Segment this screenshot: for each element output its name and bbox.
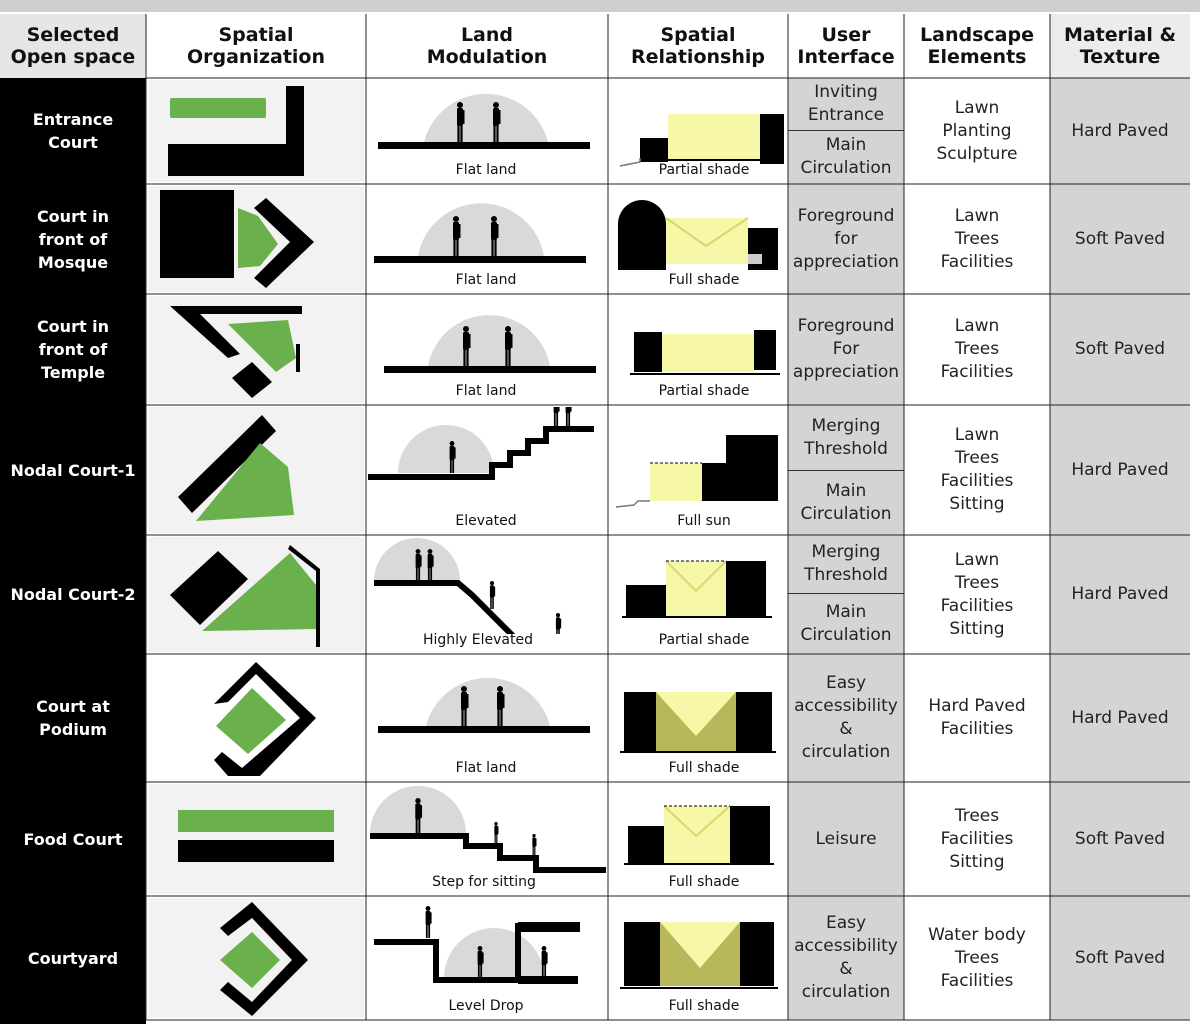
land-caption: Elevated <box>455 513 517 529</box>
material-texture-cell: Soft Paved <box>1050 782 1190 896</box>
spatial-organization-diagram <box>148 186 364 292</box>
row-name: Court in front of Mosque <box>36 206 110 272</box>
user-interface-cell: Main Circulation <box>788 470 904 535</box>
ui-divider <box>788 470 904 471</box>
row-name: Nodal Court-1 <box>10 460 136 480</box>
relationship-caption: Full shade <box>668 760 740 776</box>
land-modulation-diagram <box>378 677 590 733</box>
row-name: Court at Podium <box>36 697 110 739</box>
land-caption: Flat land <box>455 272 517 288</box>
spatial-organization-diagram <box>148 784 364 894</box>
spatial-relationship-diagram <box>624 805 774 865</box>
spatial-relationship-diagram <box>618 200 778 270</box>
header-land-modulation: Land Modulation <box>426 24 548 68</box>
header-spatial-organization: Spatial Organization <box>186 24 326 68</box>
material-texture-cell: Hard Paved <box>1050 78 1190 184</box>
landscape-elements-cell: Lawn Trees Facilities Sitting <box>940 425 1014 514</box>
user-interface-cell: Merging Threshold <box>788 535 904 593</box>
spatial-relationship-diagram <box>630 330 780 375</box>
material-texture-cell: Hard Paved <box>1050 405 1190 535</box>
user-interface-cell: Main Circulation <box>788 130 904 184</box>
land-caption: Flat land <box>455 162 517 178</box>
header-user-interface: User Interface <box>797 24 895 68</box>
user-interface-cell: Easy accessibility & circulation <box>788 654 904 782</box>
open-space-column <box>0 78 146 1024</box>
header-landscape-elements: Landscape Elements <box>920 24 1034 68</box>
spatial-organization-diagram <box>148 407 364 533</box>
user-interface-cell: Foreground For appreciation <box>788 294 904 405</box>
row-name: Entrance Court <box>32 110 114 152</box>
land-modulation-diagram <box>374 203 586 263</box>
land-modulation-diagram <box>370 786 606 873</box>
spatial-relationship-diagram <box>615 435 778 508</box>
spatial-relationship-diagram <box>620 922 778 989</box>
relationship-caption: Full shade <box>668 272 740 288</box>
land-caption: Flat land <box>455 760 517 776</box>
user-interface-cell: Main Circulation <box>788 593 904 654</box>
header-selected-open-space: Selected Open space <box>0 14 146 78</box>
spatial-organization-diagram <box>148 80 364 182</box>
spatial-organization-diagram <box>148 656 364 780</box>
user-interface-cell: Easy accessibility & circulation <box>788 896 904 1020</box>
relationship-caption: Partial shade <box>658 162 750 178</box>
landscape-elements-cell: Trees Facilities Sitting <box>940 805 1014 872</box>
top-strip <box>0 0 1200 12</box>
material-texture-cell: Hard Paved <box>1050 654 1190 782</box>
land-modulation-diagram <box>374 538 562 634</box>
landscape-elements-cell: Lawn Trees Facilities Sitting <box>940 549 1014 639</box>
spatial-organization-diagram <box>148 537 364 652</box>
land-caption: Step for sitting <box>432 874 536 890</box>
material-texture-cell: Soft Paved <box>1050 294 1190 405</box>
relationship-caption: Full shade <box>668 874 740 890</box>
ui-divider <box>788 130 904 131</box>
landscape-elements-cell: Lawn Planting Sculpture <box>936 97 1018 164</box>
land-modulation-diagram <box>384 315 596 373</box>
user-interface-cell: Merging Threshold <box>788 405 904 470</box>
land-modulation-diagram <box>374 906 580 984</box>
landscape-elements-cell: Lawn Trees Facilities <box>940 205 1014 272</box>
header-material-texture: Material & Texture <box>1050 14 1190 78</box>
user-interface-cell: Leisure <box>788 782 904 896</box>
land-caption: Level Drop <box>448 998 524 1014</box>
land-modulation-diagram <box>378 93 590 149</box>
land-modulation-diagram <box>368 407 594 480</box>
landscape-elements-cell: Lawn Trees Facilities <box>940 316 1014 382</box>
relationship-caption: Full shade <box>668 998 740 1014</box>
spatial-relationship-diagram <box>622 560 772 618</box>
spatial-organization-diagram <box>148 296 364 403</box>
relationship-caption: Partial shade <box>658 383 750 399</box>
header-spatial-relationship: Spatial Relationship <box>631 24 765 68</box>
spatial-relationship-diagram <box>620 692 776 753</box>
user-interface-cell: Inviting Entrance <box>788 78 904 130</box>
land-caption: Highly Elevated <box>422 632 534 648</box>
spatial-relationship-diagram <box>619 114 784 167</box>
relationship-caption: Full sun <box>677 513 731 529</box>
row-name: Nodal Court-2 <box>10 585 136 604</box>
material-texture-cell: Soft Paved <box>1050 896 1190 1020</box>
user-interface-cell: Foreground for appreciation <box>788 184 904 294</box>
ui-divider <box>788 593 904 594</box>
row-name: Courtyard <box>27 948 119 968</box>
spatial-organization-diagram <box>148 898 364 1018</box>
material-texture-cell: Soft Paved <box>1050 184 1190 294</box>
row-name: Court in front of Temple <box>36 317 110 382</box>
table-grid <box>145 14 1190 1021</box>
relationship-caption: Partial shade <box>658 632 750 648</box>
material-texture-cell: Hard Paved <box>1050 535 1190 654</box>
landscape-elements-cell: Hard Paved Facilities <box>928 696 1026 739</box>
row-name: Food Court <box>23 829 123 849</box>
land-caption: Flat land <box>455 383 517 399</box>
landscape-elements-cell: Water body Trees Facilities <box>928 924 1026 991</box>
